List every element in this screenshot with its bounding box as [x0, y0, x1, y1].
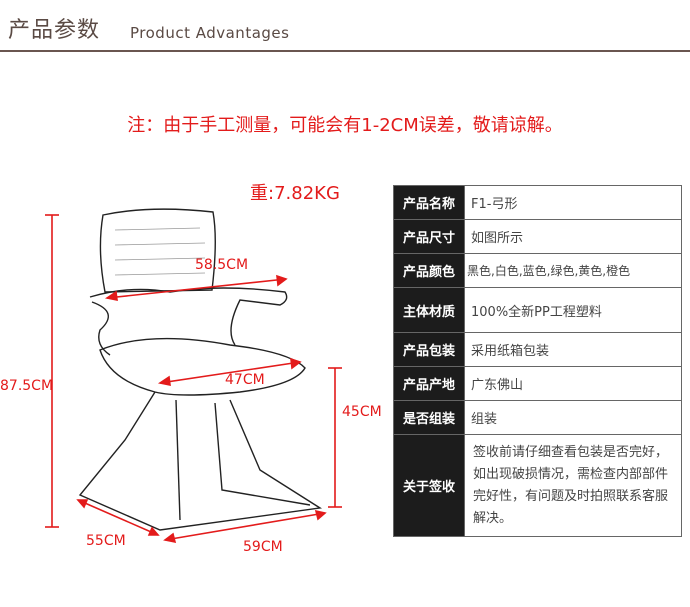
spec-row: 主体材质 100%全新PP工程塑料 [393, 287, 682, 333]
dimension-seat-height: 45CM [342, 404, 382, 420]
spec-key: 主体材质 [393, 287, 465, 333]
spec-row: 是否组装 组装 [393, 400, 682, 435]
spec-value: 100%全新PP工程塑料 [464, 287, 682, 333]
spec-value: 组装 [464, 400, 682, 435]
weight-label: 重:7.82KG [250, 183, 340, 204]
spec-table: 产品名称 F1-弓形 产品尺寸 如图所示 产品颜色 黑色,白色,蓝色,绿色,黄色… [393, 185, 682, 537]
measurement-note: 注：由于手工测量，可能会有1-2CM误差，敬请谅解。 [127, 115, 563, 136]
spec-value: F1-弓形 [464, 185, 682, 220]
header-divider [0, 50, 690, 52]
dimension-base-depth: 55CM [86, 533, 126, 549]
spec-row: 产品包装 采用纸箱包装 [393, 332, 682, 367]
spec-key: 是否组装 [393, 400, 465, 435]
dimension-width-arm: 58.5CM [195, 257, 249, 273]
spec-value: 采用纸箱包装 [464, 332, 682, 367]
chair-outline [78, 208, 322, 531]
spec-key: 产品产地 [393, 366, 465, 401]
spec-value: 如图所示 [464, 219, 682, 254]
spec-value: 广东佛山 [464, 366, 682, 401]
spec-key: 产品名称 [393, 185, 465, 220]
dimension-base-width: 59CM [243, 539, 283, 555]
spec-row: 产品尺寸 如图所示 [393, 219, 682, 254]
spec-value: 签收前请仔细查看包装是否完好，如出现破损情况，需检查内部部件完好性，有问题及时拍… [464, 434, 682, 537]
chair-diagram [45, 208, 342, 544]
spec-row: 关于签收 签收前请仔细查看包装是否完好，如出现破损情况，需检查内部部件完好性，有… [393, 434, 682, 537]
page-header: 产品参数 Product Advantages [0, 0, 690, 56]
spec-key: 产品尺寸 [393, 219, 465, 254]
spec-value: 黑色,白色,蓝色,绿色,黄色,橙色 [464, 253, 682, 288]
spec-row: 产品产地 广东佛山 [393, 366, 682, 401]
dimension-seat-width: 47CM [225, 372, 265, 388]
header-title-cn: 产品参数 [8, 18, 101, 43]
dimension-total-height: 87.5CM [0, 378, 54, 394]
spec-key: 产品颜色 [393, 253, 465, 288]
spec-key: 产品包装 [393, 332, 465, 367]
spec-key: 关于签收 [393, 434, 465, 537]
spec-row: 产品名称 F1-弓形 [393, 185, 682, 220]
spec-row: 产品颜色 黑色,白色,蓝色,绿色,黄色,橙色 [393, 253, 682, 288]
header-title-en: Product Advantages [130, 24, 290, 42]
